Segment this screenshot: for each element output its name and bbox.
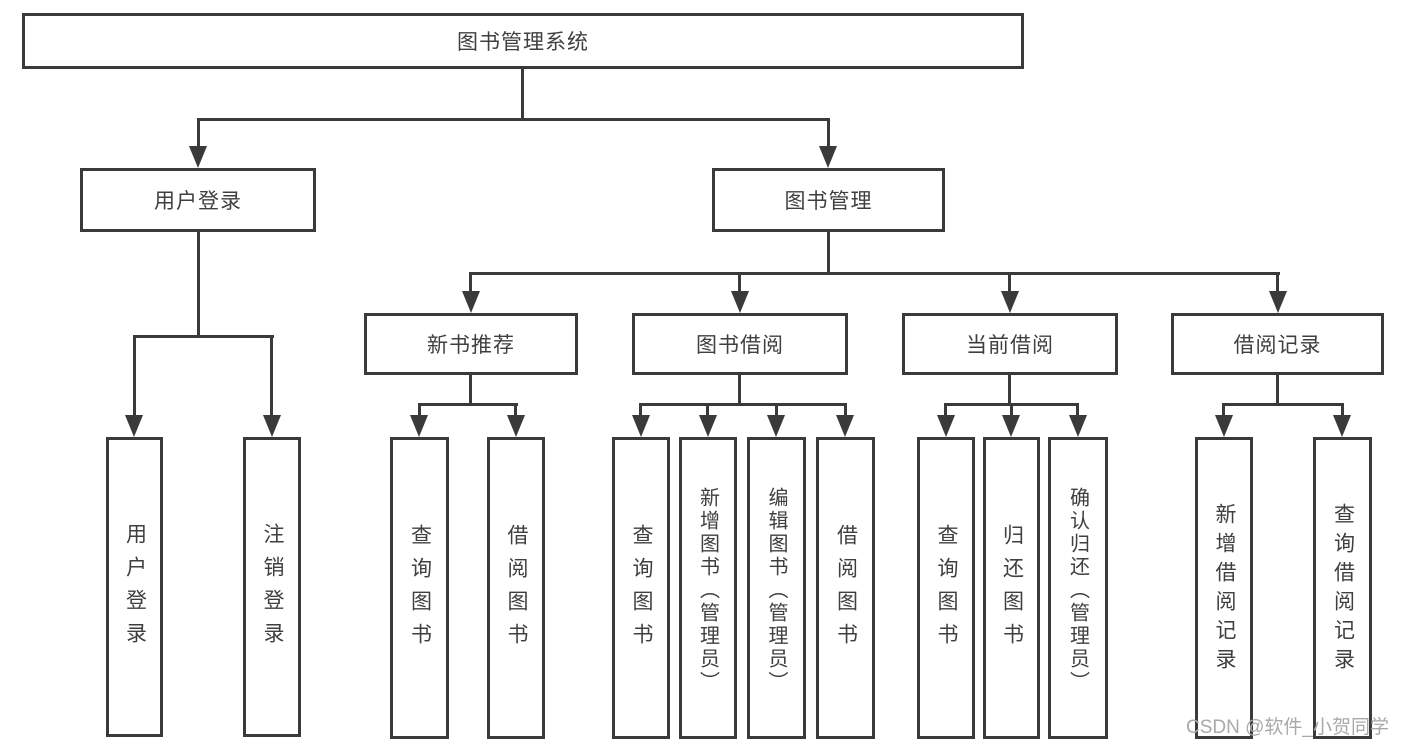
connector-stem (738, 375, 741, 406)
connector-stem (1008, 375, 1011, 406)
connector-group-bar (1223, 403, 1344, 406)
connector-arrow-shaft (514, 403, 517, 417)
arrow-down-icon (1001, 291, 1019, 313)
arrow-down-icon (699, 415, 717, 437)
leaf-current-query-books: 查询图书 (917, 437, 975, 739)
connector-arrow-shaft (1008, 272, 1011, 293)
arrow-down-icon (1269, 291, 1287, 313)
arrow-down-icon (836, 415, 854, 437)
leaf-recommend-borrow-books: 借阅图书 (487, 437, 545, 739)
connector-arrow-shaft (469, 272, 472, 293)
arrow-down-icon (1215, 415, 1233, 437)
arrow-down-icon (1069, 415, 1087, 437)
arrow-down-icon (189, 146, 207, 168)
node-current-borrowing: 当前借阅 (902, 313, 1118, 375)
leaf-add-books-admin: 新增图书（管理员） (679, 437, 737, 739)
node-user-login: 用户登录 (80, 168, 316, 232)
leaf-borrowing-query-books: 查询图书 (612, 437, 670, 739)
arrow-down-icon (632, 415, 650, 437)
connector-user-login-bar (133, 335, 274, 338)
node-book-management: 图书管理 (712, 168, 945, 232)
arrow-down-icon (767, 415, 785, 437)
arrow-down-icon (125, 415, 143, 437)
arrow-down-icon (1002, 415, 1020, 437)
leaf-recommend-borrow-books-label: 借阅图书 (505, 524, 528, 656)
connector-arrow-shaft (270, 335, 273, 416)
connector-level3-bar (470, 272, 1280, 275)
connector-group-bar (418, 403, 518, 406)
node-book-management-label: 图书管理 (784, 190, 873, 213)
leaf-return-books: 归还图书 (983, 437, 1040, 739)
node-new-book-recommend-label: 新书推荐 (427, 334, 515, 357)
arrow-down-icon (507, 415, 525, 437)
leaf-borrowing-borrow-books: 借阅图书 (816, 437, 875, 739)
connector-arrow-shaft (1010, 403, 1013, 417)
leaf-add-borrow-record: 新增借阅记录 (1195, 437, 1253, 739)
arrow-down-icon (462, 291, 480, 313)
leaf-logout-label: 注销登录 (261, 523, 284, 655)
arrow-down-icon (819, 146, 837, 168)
leaf-edit-books-admin-label: 编辑图书（管理员） (765, 486, 787, 694)
connector-arrow-shaft (1276, 272, 1279, 293)
node-root: 图书管理系统 (22, 13, 1024, 69)
connector-arrow-shaft (706, 403, 709, 417)
connector-arrow-shaft (775, 403, 778, 417)
leaf-borrowing-query-books-label: 查询图书 (630, 524, 653, 656)
leaf-current-query-books-label: 查询图书 (935, 524, 958, 656)
connector-arrow-shaft (827, 118, 830, 150)
csdn-watermark: CSDN @软件_小贺同学 (1186, 717, 1389, 738)
connector-arrow-shaft (844, 403, 847, 417)
node-borrow-records: 借阅记录 (1171, 313, 1384, 375)
connector-arrow-shaft (133, 335, 136, 416)
connector-level2-bar (197, 118, 830, 121)
leaf-recommend-query-books: 查询图书 (390, 437, 449, 739)
arrow-down-icon (731, 291, 749, 313)
leaf-confirm-return-admin-label: 确认归还（管理员） (1066, 486, 1089, 694)
node-book-borrowing: 图书借阅 (632, 313, 848, 375)
connector-root-stem (521, 69, 524, 120)
connector-arrow-shaft (418, 403, 421, 417)
leaf-user-login-label: 用户登录 (123, 523, 147, 655)
connector-book-mgmt-stem (827, 232, 830, 275)
leaf-add-books-admin-label: 新增图书（管理员） (696, 486, 719, 694)
node-root-label: 图书管理系统 (457, 31, 589, 54)
node-current-borrowing-label: 当前借阅 (966, 334, 1054, 357)
leaf-query-borrow-record: 查询借阅记录 (1313, 437, 1372, 739)
node-book-borrowing-label: 图书借阅 (696, 334, 784, 357)
leaf-borrowing-borrow-books-label: 借阅图书 (834, 524, 858, 656)
leaf-return-books-label: 归还图书 (1000, 524, 1024, 656)
connector-arrow-shaft (197, 118, 200, 150)
connector-arrow-shaft (1222, 403, 1225, 417)
node-user-login-label: 用户登录 (154, 190, 242, 213)
connector-stem (469, 375, 472, 406)
connector-stem (1276, 375, 1279, 406)
connector-arrow-shaft (738, 272, 741, 293)
leaf-recommend-query-books-label: 查询图书 (408, 524, 432, 656)
leaf-add-borrow-record-label: 新增借阅记录 (1213, 503, 1236, 677)
arrow-down-icon (1333, 415, 1351, 437)
connector-arrow-shaft (639, 403, 642, 417)
leaf-edit-books-admin: 编辑图书（管理员） (747, 437, 806, 739)
leaf-confirm-return-admin: 确认归还（管理员） (1048, 437, 1108, 739)
leaf-logout: 注销登录 (243, 437, 301, 737)
arrow-down-icon (937, 415, 955, 437)
arrow-down-icon (410, 415, 428, 437)
connector-user-login-stem (197, 232, 200, 338)
leaf-user-login: 用户登录 (106, 437, 163, 737)
connector-arrow-shaft (1341, 403, 1344, 417)
connector-arrow-shaft (944, 403, 947, 417)
leaf-query-borrow-record-label: 查询借阅记录 (1331, 503, 1355, 677)
arrow-down-icon (263, 415, 281, 437)
connector-arrow-shaft (1076, 403, 1079, 417)
node-new-book-recommend: 新书推荐 (364, 313, 578, 375)
node-borrow-records-label: 借阅记录 (1233, 334, 1322, 357)
connector-group-bar (640, 403, 847, 406)
